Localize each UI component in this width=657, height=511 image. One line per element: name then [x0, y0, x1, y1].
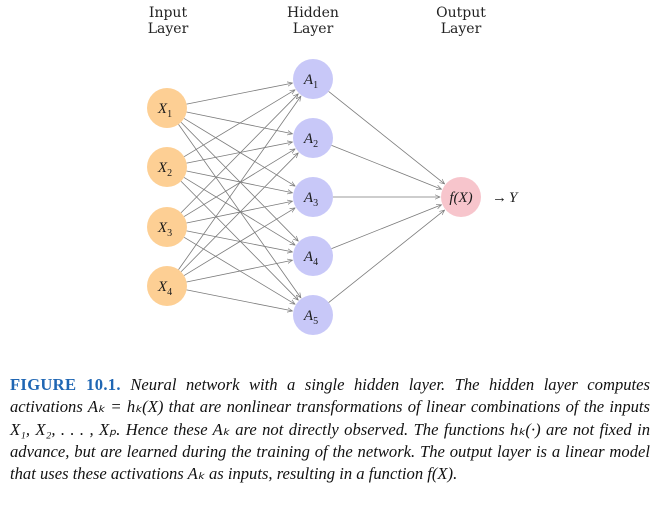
input-node-x4-circle — [147, 266, 187, 306]
edge-x2-a1 — [183, 90, 295, 158]
edge-x2-a2 — [186, 142, 293, 164]
hidden-node-a4-label: A4 — [303, 249, 318, 268]
hidden-node-a4-circle — [293, 236, 333, 276]
edge-a4-out — [331, 205, 442, 249]
edge-a1-out — [328, 91, 445, 183]
hidden-layer-title-line1: Hidden — [287, 5, 339, 21]
edge-x2-a3 — [186, 170, 293, 193]
connection-edges — [178, 83, 445, 311]
hidden-node-a1-label: A1 — [303, 72, 318, 91]
figure-caption: FIGURE 10.1. Neural network with a singl… — [10, 374, 650, 485]
input-node-x1: X1 — [147, 88, 187, 128]
output-node-circle — [441, 177, 481, 217]
input-layer-title-line1: Input — [149, 5, 188, 21]
hidden-node-a4: A4 — [293, 236, 333, 276]
input-node-x3: X3 — [147, 207, 187, 247]
input-node-x1-label: X1 — [157, 101, 172, 120]
hidden-node-a1-circle — [293, 59, 333, 99]
hidden-node-a3-label: A3 — [303, 190, 318, 209]
input-node-x1-circle — [147, 88, 187, 128]
edge-x4-a2 — [180, 153, 298, 273]
hidden-node-a2-circle — [293, 118, 333, 158]
input-node-x2-label: X2 — [157, 160, 172, 179]
input-node-x2: X2 — [147, 147, 187, 187]
edge-x4-a4 — [186, 260, 293, 283]
hidden-node-a3-circle — [293, 177, 333, 217]
hidden-node-a5-circle — [293, 295, 333, 335]
input-node-x4-label: X4 — [157, 279, 172, 298]
input-node-x3-label: X3 — [157, 220, 172, 239]
output-layer-title-line1: Output — [436, 5, 486, 21]
caption-text: Neural network with a single hidden laye… — [10, 375, 650, 484]
output-arrow-symbol: → — [492, 190, 507, 206]
edge-x2-a5 — [180, 180, 298, 300]
output-target-y: Y — [509, 190, 519, 206]
input-node-x4: X4 — [147, 266, 187, 306]
input-node-x2-circle — [147, 147, 187, 187]
neural-network-diagram: Input Layer Hidden Layer Output Layer X1… — [147, 5, 519, 335]
edge-x3-a1 — [180, 94, 298, 214]
edge-x4-a1 — [178, 96, 301, 270]
hidden-node-a2: A2 — [293, 118, 333, 158]
hidden-node-a5-label: A5 — [303, 308, 318, 327]
output-layer-title-line2: Layer — [441, 21, 482, 37]
edge-a5-out — [328, 210, 445, 303]
output-node-label: f(X) — [449, 190, 472, 206]
edge-x2-a4 — [183, 177, 295, 245]
figure-number: FIGURE 10.1. — [10, 375, 121, 394]
output-node: f(X) — [441, 177, 481, 217]
edge-x4-a3 — [183, 208, 295, 276]
input-node-x3-circle — [147, 207, 187, 247]
hidden-layer-title-line2: Layer — [293, 21, 334, 37]
hidden-node-a1: A1 — [293, 59, 333, 99]
hidden-node-a5: A5 — [293, 295, 333, 335]
edge-a2-out — [331, 145, 442, 189]
edge-x1-a1 — [186, 83, 293, 105]
input-layer-title-line2: Layer — [148, 21, 189, 37]
hidden-node-a3: A3 — [293, 177, 333, 217]
edge-x4-a5 — [186, 289, 293, 311]
hidden-node-a2-label: A2 — [303, 131, 318, 150]
